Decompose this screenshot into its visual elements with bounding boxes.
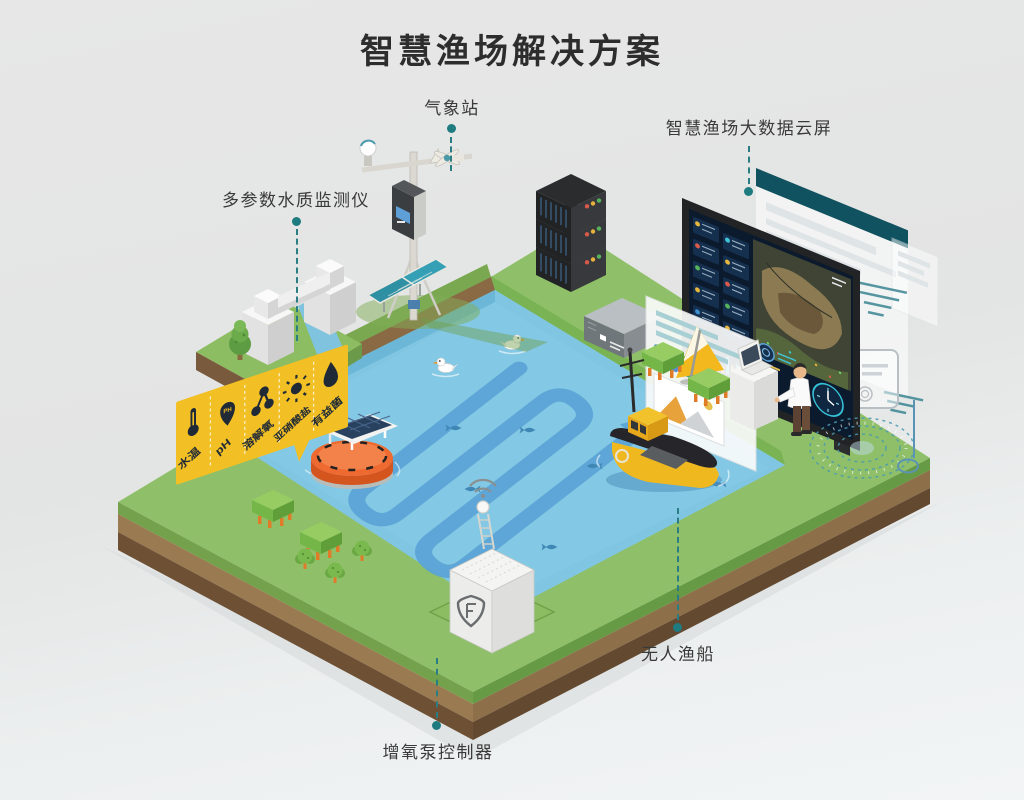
callout-dot bbox=[292, 217, 301, 226]
aerator-controller-box bbox=[428, 478, 556, 654]
station-solar-panels bbox=[366, 258, 450, 312]
operator-podium bbox=[730, 339, 778, 430]
callout-line bbox=[677, 508, 679, 620]
laptop bbox=[737, 339, 774, 376]
thermometer-icon bbox=[187, 408, 199, 437]
water-quality-sensor-board: PH 水温 pH 溶解氧 亚硝酸盐 有益菌 bbox=[176, 344, 348, 485]
umbrella bbox=[676, 326, 724, 385]
pine-tree bbox=[229, 320, 251, 360]
screen-satellite-map bbox=[753, 239, 851, 392]
weather-station bbox=[356, 139, 548, 352]
station-shadow bbox=[420, 318, 548, 352]
buoy-solar-panel bbox=[326, 411, 398, 450]
screen-logo bbox=[832, 276, 846, 288]
svg-text:PH: PH bbox=[223, 406, 232, 416]
shield-logo bbox=[456, 594, 486, 628]
molecule-icon bbox=[251, 386, 274, 417]
callout-line bbox=[296, 229, 298, 341]
wind-propeller bbox=[429, 148, 464, 167]
callout-label: 无人渔船 bbox=[641, 645, 715, 664]
callout-dot bbox=[744, 187, 753, 196]
callout-label: 智慧渔场大数据云屏 bbox=[665, 119, 833, 138]
circle-line-decoration bbox=[897, 400, 919, 474]
server-rack-stack bbox=[535, 173, 607, 293]
hull-bottom bbox=[612, 442, 719, 488]
hull-top bbox=[610, 428, 718, 468]
callout-label: 多参数水质监测仪 bbox=[222, 191, 370, 210]
callout-dot bbox=[432, 721, 441, 730]
box-screen bbox=[396, 206, 410, 224]
callout-dot bbox=[447, 124, 456, 133]
antenna-mast bbox=[476, 500, 495, 550]
screen-clock-gauge bbox=[812, 382, 844, 417]
ph-pin-icon: PH bbox=[220, 401, 235, 426]
callout-line bbox=[450, 137, 452, 171]
sun-icon bbox=[282, 374, 310, 403]
boat-cabin bbox=[628, 407, 668, 441]
unmanned-boat bbox=[596, 347, 730, 492]
anemometer bbox=[359, 139, 377, 166]
person bbox=[774, 362, 812, 436]
monitoring-buoy bbox=[304, 411, 401, 489]
document-outline-decoration bbox=[851, 349, 899, 409]
gate-bridge bbox=[278, 272, 330, 308]
callout-label: 气象站 bbox=[424, 99, 480, 118]
deck-hatch bbox=[640, 446, 688, 469]
page-title: 智慧渔场解决方案 bbox=[360, 33, 664, 71]
wifi-icon bbox=[469, 478, 497, 498]
speed-lines-decoration bbox=[855, 280, 924, 415]
callout-line bbox=[748, 146, 750, 184]
drop-icon bbox=[323, 361, 338, 387]
callout-dot bbox=[673, 623, 682, 632]
station-control-box bbox=[392, 180, 426, 240]
callout-line bbox=[436, 658, 438, 718]
callout-label: 增氧泵控制器 bbox=[382, 743, 494, 762]
